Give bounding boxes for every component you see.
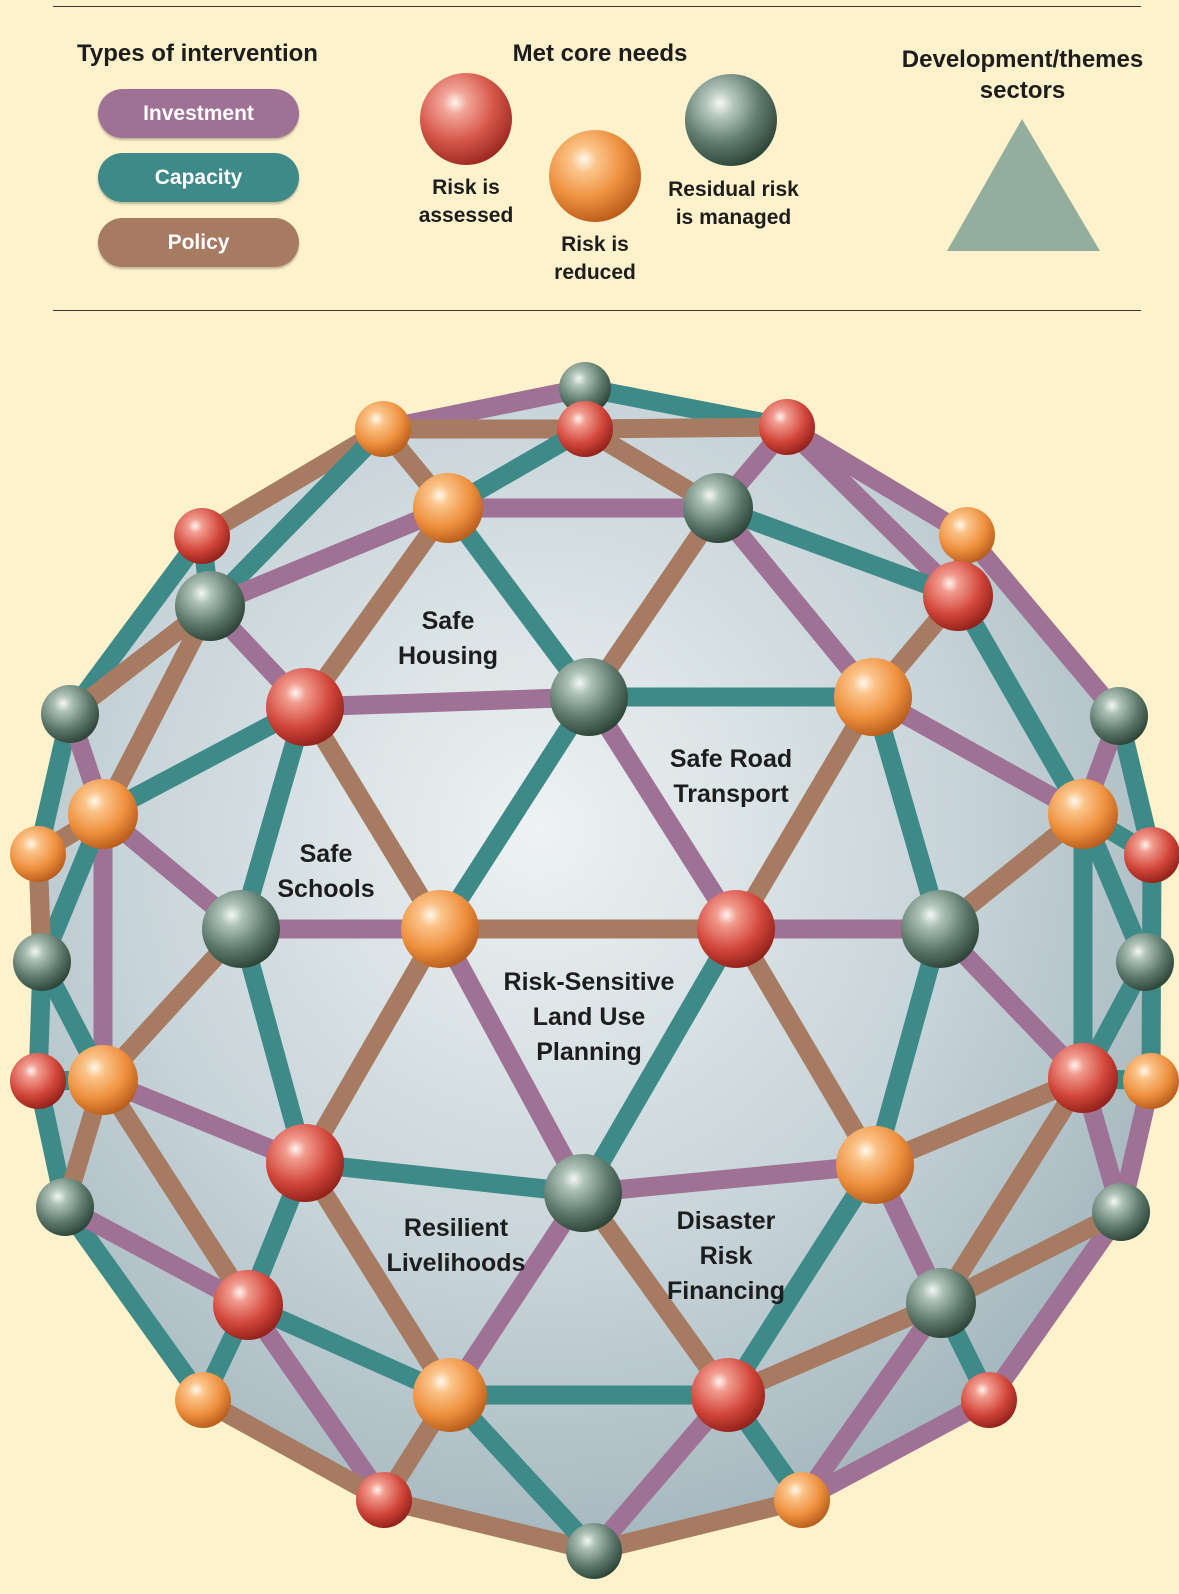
risk-reduced-node (834, 658, 912, 736)
sector-label-line: Risk (700, 1242, 753, 1270)
risk-assessed-node (691, 1358, 765, 1432)
risk-reduced-node (939, 507, 995, 563)
risk-assessed-node (266, 668, 344, 746)
sector-label-line: Safe (300, 840, 353, 868)
risk-assessed-node (10, 1053, 66, 1109)
sector-label-line: Housing (398, 642, 498, 670)
risk-assessed-node (266, 1124, 344, 1202)
risk-managed-node (544, 1154, 622, 1232)
risk-reduced-node (774, 1472, 830, 1528)
risk-reduced-node (10, 826, 66, 882)
risk-managed-node (901, 890, 979, 968)
sector-label-line: Financing (667, 1277, 785, 1305)
risk-reduced-node (413, 473, 483, 543)
investment-pill: Investment (98, 89, 299, 138)
risk-reduced-sphere (549, 130, 641, 222)
top-divider (53, 6, 1141, 7)
needs-heading: Met core needs (480, 38, 720, 69)
risk-reduced-node (1123, 1053, 1179, 1109)
risk-managed-label: Residual risk is managed (651, 176, 816, 232)
risk-managed-node (1116, 933, 1174, 991)
risk-reduced-node (175, 1372, 231, 1428)
sector-triangle (947, 119, 1100, 251)
sector-label-line: Schools (277, 875, 374, 903)
capacity-pill: Capacity (98, 153, 299, 202)
risk-reduced-node (413, 1358, 487, 1432)
risk-assessed-node (174, 508, 230, 564)
risk-reduced-node (68, 1045, 138, 1115)
risk-assessed-node (697, 890, 775, 968)
policy-strut (585, 427, 787, 429)
legend-divider (53, 310, 1141, 311)
sector-label-line: Safe (422, 607, 475, 635)
risk-assessed-node (356, 1472, 412, 1528)
risk-managed-node (13, 933, 71, 991)
risk-assessed-node (759, 399, 815, 455)
risk-reduced-node (1048, 779, 1118, 849)
risk-assessed-label: Risk is assessed (406, 174, 526, 230)
risk-managed-node (1092, 1183, 1150, 1241)
risk-reduced-label: Risk is reduced (535, 231, 655, 287)
risk-managed-node (1090, 687, 1148, 745)
risk-assessed-node (923, 561, 993, 631)
interventions-heading: Types of intervention (60, 38, 335, 69)
risk-assessed-node (213, 1270, 283, 1340)
risk-assessed-sphere (420, 73, 512, 165)
risk-managed-node (550, 658, 628, 736)
risk-managed-node (175, 571, 245, 641)
risk-reduced-node (355, 401, 411, 457)
risk-reduced-node (401, 890, 479, 968)
sector-label-line: Risk-Sensitive (504, 968, 675, 996)
risk-managed-node (683, 473, 753, 543)
risk-reduced-node (68, 779, 138, 849)
sector-label-line: Safe Road (670, 745, 792, 773)
sector-label-line: Resilient (404, 1214, 509, 1242)
risk-assessed-node (1048, 1043, 1118, 1113)
risk-managed-sphere (685, 74, 777, 166)
sector-label-line: Land Use (533, 1003, 646, 1031)
risk-managed-node (41, 685, 99, 743)
sectors-heading: Development/themes sectors (880, 44, 1165, 106)
risk-managed-node (36, 1178, 94, 1236)
sector-label-line: Disaster (677, 1207, 776, 1235)
sector-label-line: Livelihoods (387, 1249, 526, 1277)
investment-strut (305, 697, 589, 707)
sector-label-line: Planning (536, 1038, 642, 1066)
risk-assessed-node (557, 401, 613, 457)
risk-managed-node (906, 1268, 976, 1338)
risk-assessed-node (1124, 827, 1179, 883)
risk-assessed-node (961, 1372, 1017, 1428)
risk-managed-node (566, 1523, 622, 1579)
risk-reduced-node (836, 1126, 914, 1204)
risk-managed-node (202, 890, 280, 968)
sector-label-line: Transport (673, 780, 789, 808)
policy-pill: Policy (98, 218, 299, 267)
